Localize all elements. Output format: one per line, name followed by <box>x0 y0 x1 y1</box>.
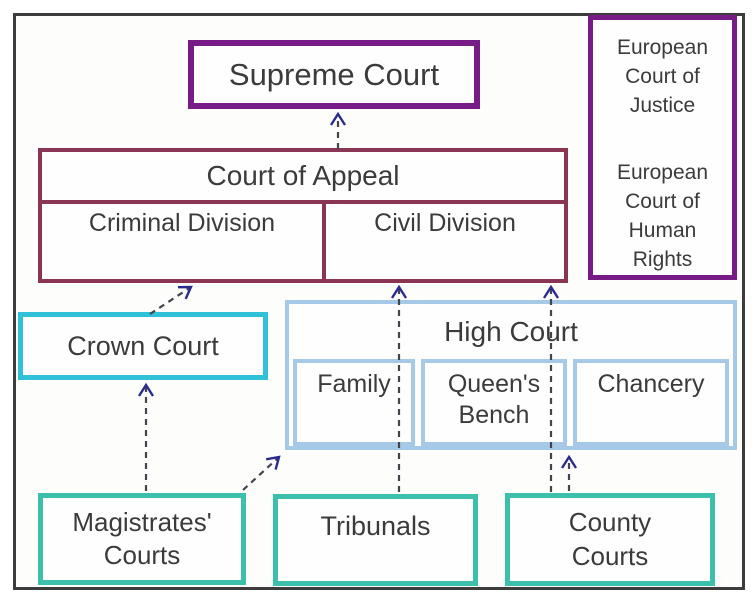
county-courts-box: County Courts <box>505 493 715 586</box>
queens-bench-division-cell: Queen's Bench <box>421 359 567 446</box>
civil-division-label: Civil Division <box>374 209 516 237</box>
family-division-label: Family <box>317 370 391 398</box>
high-court-box: High Court Family Queen's Bench Chancery <box>285 300 737 450</box>
magistrates-courts-label: Magistrates' Courts <box>72 506 212 570</box>
high-court-divisions: Family Queen's Bench Chancery <box>293 359 729 446</box>
supreme-court-label: Supreme Court <box>228 56 440 92</box>
chancery-division-cell: Chancery <box>573 359 729 446</box>
county-courts-label: County Courts <box>568 507 652 571</box>
chancery-division-label: Chancery <box>597 370 705 398</box>
court-of-appeal-box: Court of Appeal Criminal Division Civil … <box>38 148 568 283</box>
european-court-of-justice-label: European Court of Justice <box>616 36 709 117</box>
tribunals-label: Tribunals <box>320 511 431 541</box>
european-courts-box: European Court of Justice European Court… <box>588 15 737 280</box>
tribunals-box: Tribunals <box>273 494 478 586</box>
court-of-appeal-divisions: Criminal Division Civil Division <box>42 200 564 279</box>
court-of-appeal-label: Court of Appeal <box>206 160 400 191</box>
queens-bench-division-label: Queen's Bench <box>447 370 541 430</box>
crown-court-box: Crown Court <box>18 312 268 380</box>
supreme-court-box: Supreme Court <box>188 40 480 109</box>
family-division-cell: Family <box>293 359 415 446</box>
crown-court-label: Crown Court <box>67 330 219 361</box>
criminal-division-label: Criminal Division <box>88 209 276 237</box>
criminal-division-cell: Criminal Division <box>42 204 326 279</box>
european-court-of-human-rights-label: European Court of Human Rights <box>616 160 709 271</box>
high-court-label: High Court <box>444 315 578 347</box>
magistrates-courts-box: Magistrates' Courts <box>38 493 246 585</box>
civil-division-cell: Civil Division <box>326 204 564 279</box>
